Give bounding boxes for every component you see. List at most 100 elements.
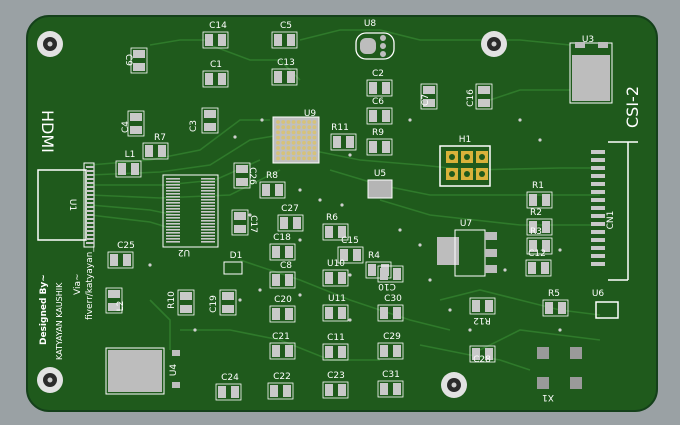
ref-label-c1: C1 — [210, 60, 222, 70]
hdmi-pin — [86, 174, 94, 176]
connector-cn1 — [608, 141, 638, 281]
u2-pin — [166, 238, 180, 240]
chip-u5 — [367, 179, 393, 199]
u2-pin — [201, 223, 215, 225]
via — [298, 188, 302, 192]
u9-ball — [302, 156, 306, 161]
footprint-c12 — [525, 259, 552, 277]
via — [428, 278, 432, 282]
u9-ball — [296, 130, 301, 135]
footprint-r10 — [177, 289, 195, 316]
hdmi-connector — [37, 162, 95, 248]
u9-ball — [281, 135, 286, 140]
ref-label-r9: R9 — [372, 128, 384, 138]
ref-label-c26: C26 — [247, 167, 257, 185]
via — [418, 243, 422, 247]
cn1-pin — [591, 214, 605, 218]
ref-label-u6: U6 — [592, 289, 605, 299]
footprint-r7 — [142, 142, 169, 160]
u2-pin — [201, 211, 215, 213]
u9-ball — [281, 120, 286, 124]
hdmi-pin — [86, 166, 94, 168]
via — [193, 328, 197, 332]
u2-pin — [201, 208, 215, 210]
u9-ball — [281, 146, 286, 150]
ref-label-r10: R10 — [167, 291, 177, 309]
footprint-d1 — [223, 261, 243, 275]
chip-u2 — [162, 174, 219, 248]
u2-pin — [201, 238, 215, 240]
hdmi-pin — [86, 222, 94, 224]
u9-ball — [302, 120, 306, 124]
chip-u3 — [569, 42, 613, 104]
u2-pin — [201, 199, 215, 201]
u9-ball — [302, 151, 306, 156]
ref-label-u8: U8 — [364, 19, 377, 29]
designed-by-label: Designed By~ — [39, 274, 49, 345]
ref-label-c30: C30 — [384, 294, 402, 304]
ref-label-r6: R6 — [326, 213, 338, 223]
ref-label-h1: H1 — [459, 135, 472, 145]
footprint-c18 — [269, 243, 296, 261]
chip-u9 — [272, 116, 320, 164]
hdmi-pin — [86, 190, 94, 192]
copper-traces — [89, 29, 601, 371]
ref-label-c24: C24 — [221, 373, 239, 383]
u2-pin — [201, 190, 215, 192]
ref-label-c15: C15 — [341, 236, 359, 246]
footprint-r6 — [322, 223, 349, 241]
u9-ball — [296, 140, 301, 145]
u9-ball — [302, 146, 306, 150]
via — [258, 288, 262, 292]
hdmi-pin — [86, 230, 94, 232]
u9-ball — [281, 125, 286, 130]
header-h1 — [439, 145, 491, 187]
ref-label-c2: C2 — [372, 69, 384, 79]
footprint-c30 — [377, 304, 404, 322]
ref-label-c16: C16 — [466, 89, 476, 107]
footprint-c19 — [219, 289, 237, 316]
ref-label-c4: C4 — [121, 121, 131, 133]
ref-label-c10: C10 — [378, 281, 396, 291]
u9-ball — [286, 135, 291, 140]
cn1-pin — [591, 158, 605, 162]
via-label: Via~ — [73, 273, 83, 295]
u2-pin — [166, 202, 180, 204]
cn1-pin — [591, 198, 605, 202]
u9-ball — [302, 125, 306, 130]
hdmi-pin — [86, 194, 94, 196]
footprint-c31 — [377, 380, 404, 398]
u9-ball — [291, 130, 296, 135]
u9-ball — [302, 130, 306, 135]
ref-label-r4: R4 — [368, 251, 380, 261]
u9-ball — [291, 140, 296, 145]
crystal-x1 — [537, 347, 582, 389]
cn1-pin — [591, 206, 605, 210]
u9-ball — [276, 146, 280, 150]
via — [298, 238, 302, 242]
cn1-pin — [591, 222, 605, 226]
ref-label-c23: C23 — [327, 371, 345, 381]
ref-label-u1: U1 — [67, 199, 77, 211]
ref-label-c5: C5 — [280, 21, 292, 31]
u2-pin — [166, 205, 180, 207]
ref-label-r3: R3 — [530, 227, 542, 237]
footprint-c3 — [201, 107, 219, 134]
hdmi-pin — [86, 170, 94, 172]
u2-pin — [166, 193, 180, 195]
ref-label-c20: C20 — [274, 295, 292, 305]
u9-ball — [307, 151, 312, 156]
hdmi-pin — [86, 178, 94, 180]
hdmi-pin — [86, 238, 94, 240]
ref-label-u5: U5 — [374, 169, 386, 179]
footprint-u11 — [322, 304, 349, 322]
footprint-c17 — [231, 209, 249, 236]
u9-ball — [281, 156, 286, 161]
ref-label-c12: C12 — [528, 249, 546, 259]
u9-ball — [296, 146, 301, 150]
ref-label-r1: R1 — [532, 181, 544, 191]
u9-ball — [307, 146, 312, 150]
footprint-r5 — [542, 299, 569, 317]
u9-ball — [276, 151, 280, 156]
via — [348, 318, 352, 322]
